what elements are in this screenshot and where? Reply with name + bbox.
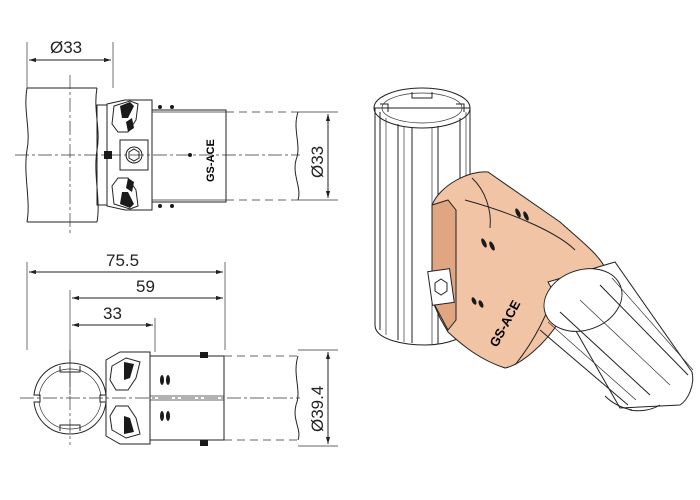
horizontal-tube-bottom <box>224 355 300 441</box>
dimension-top-width: Ø33 <box>26 38 114 88</box>
dimension-label-bottom-height: Ø39.4 <box>308 386 327 432</box>
dimension-top-height: Ø33 <box>298 111 338 201</box>
dimension-label-top-width: Ø33 <box>50 38 82 57</box>
iso-horizontal-tube <box>539 261 694 412</box>
isometric-view: GS-ACE <box>373 87 694 412</box>
joint-body-bottom <box>105 351 225 446</box>
dimension-label-overall-length: 75.5 <box>106 251 139 270</box>
iso-joint: GS-ACE <box>427 171 607 369</box>
dimension-label-top-height: Ø33 <box>308 146 327 178</box>
joint-body-top: GS-ACE <box>96 99 227 211</box>
dimension-overall-length: 75.5 <box>26 251 226 350</box>
brand-label-top: GS-ACE <box>205 139 217 182</box>
tube-cross-section <box>20 350 300 445</box>
dimension-label-inner-length: 59 <box>136 277 155 296</box>
dimension-inner-length: 59 <box>69 277 223 395</box>
bottom-view: 75.5 59 33 <box>20 251 338 447</box>
top-view: Ø33 <box>15 38 338 235</box>
dimension-tube-offset: 33 <box>72 304 156 352</box>
dimension-bottom-height: Ø39.4 <box>298 349 338 447</box>
dimension-label-tube-offset: 33 <box>103 304 122 323</box>
horizontal-tube-top <box>226 111 300 201</box>
vertical-tube-side <box>15 75 300 235</box>
